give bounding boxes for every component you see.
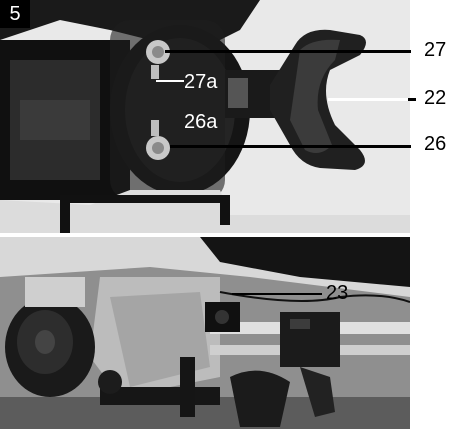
callout-26: 26 — [424, 133, 447, 155]
leader-line-22-outer — [408, 98, 416, 101]
callout-27: 27 — [424, 39, 447, 61]
leader-line-27a — [156, 80, 184, 82]
photo-saw-rail — [0, 237, 410, 429]
photo-saw-arm-handle — [0, 0, 410, 233]
figure-number: 5 — [0, 0, 30, 28]
leader-line-26 — [170, 145, 411, 148]
callout-23: 23 — [326, 282, 349, 304]
leader-line-22 — [328, 98, 408, 101]
leader-line-23 — [232, 293, 322, 295]
callout-26a: 26a — [184, 111, 218, 133]
callout-27a: 27a — [184, 71, 218, 93]
photo-top-illustration — [0, 0, 410, 233]
photo-bottom-illustration — [0, 237, 410, 429]
callout-22: 22 — [424, 87, 447, 109]
leader-line-27 — [165, 50, 411, 53]
